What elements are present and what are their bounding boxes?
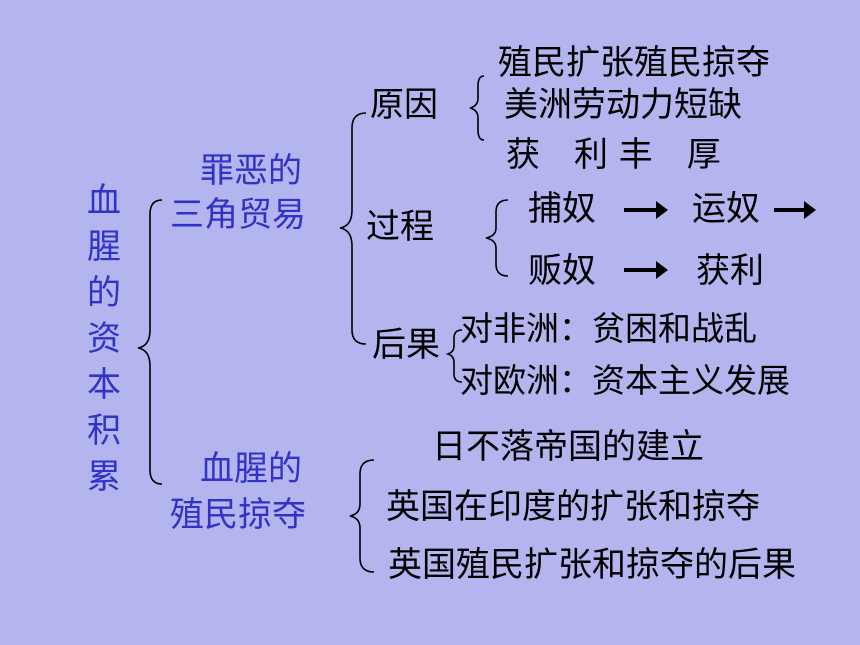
branch2-brace	[349, 459, 375, 573]
branch2-item: 英国殖民扩张和掠夺的后果	[388, 545, 796, 585]
process-step: 捕奴	[528, 189, 596, 229]
root-char: 资	[87, 319, 121, 359]
arrow-right-icon	[624, 208, 658, 212]
branch1-brace	[339, 112, 367, 345]
root-char: 血	[87, 181, 121, 221]
process-step: 运奴	[692, 189, 760, 229]
branch2-label-line1: 血腥的	[200, 449, 302, 489]
branch2-label-line2: 殖民掠夺	[170, 495, 306, 535]
cause-brace	[469, 75, 485, 141]
arrow-right-icon	[656, 261, 668, 279]
cause-label: 原因	[370, 85, 438, 125]
root-char: 腥	[87, 227, 121, 267]
branch1-label-line2: 三角贸易	[170, 195, 306, 235]
process-brace	[485, 199, 509, 277]
branch2-item: 英国在印度的扩张和掠夺	[386, 487, 760, 527]
root-char: 的	[87, 273, 121, 313]
root-brace	[137, 199, 163, 485]
arrow-right-icon	[624, 268, 658, 272]
cause-item: 获 利 丰 厚	[506, 135, 721, 175]
cause-item: 殖民扩张殖民掠夺	[498, 43, 770, 83]
result-label: 后果	[372, 325, 440, 365]
process-label: 过程	[366, 207, 434, 247]
cause-item: 美洲劳动力短缺	[504, 85, 742, 125]
result-item: 对非洲：贫困和战乱	[460, 309, 757, 348]
process-step: 获利	[696, 251, 764, 291]
arrow-right-icon	[656, 201, 668, 219]
branch1-label-line1: 罪恶的	[200, 151, 302, 191]
branch2-item: 日不落帝国的建立	[432, 427, 704, 467]
result-brace	[445, 329, 463, 383]
root-title: 血 腥 的 资 本 积 累	[86, 178, 122, 500]
arrow-right-icon	[774, 208, 806, 212]
root-char: 本	[87, 365, 121, 405]
arrow-right-icon	[804, 201, 816, 219]
root-char: 积	[87, 411, 121, 451]
process-step: 贩奴	[528, 251, 596, 291]
result-item: 对欧洲：资本主义发展	[460, 361, 790, 400]
root-char: 累	[87, 457, 121, 497]
